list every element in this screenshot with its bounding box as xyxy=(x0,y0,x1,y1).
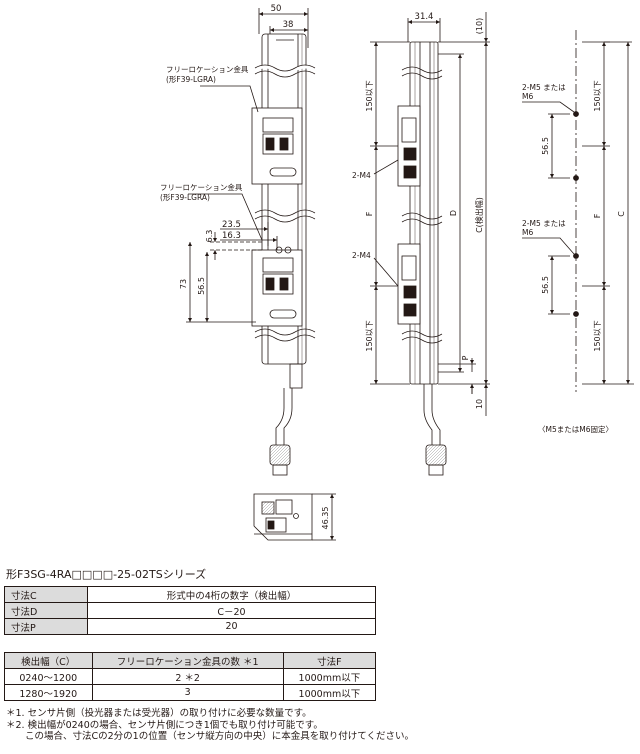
dim-side-top-150: 150以下 xyxy=(365,80,374,111)
dim-6-3: 6.3 xyxy=(205,230,214,243)
dim-mount-c: C xyxy=(617,211,626,217)
dim-bottom-10: 10 xyxy=(475,399,484,409)
dim-mount-56-5-upper: 56.5 xyxy=(541,137,550,155)
table-row: 寸法C 形式中の4桁の数字（検出幅） xyxy=(4,586,376,603)
dimension-table: 寸法C 形式中の4桁の数字（検出幅） 寸法D C－20 寸法P 20 xyxy=(4,586,376,635)
dim-top-10: (10) xyxy=(475,18,484,34)
header-bracket-count: フリーロケーション金具の数 ＊1 xyxy=(91,652,284,669)
row-label: 寸法C xyxy=(4,586,88,603)
footnote-3: この場合、寸法Cの2分の1の位置（センサ縦方向の中央）に本金具を取り付けてくださ… xyxy=(6,731,414,742)
dim-side-f: F xyxy=(365,211,374,216)
dim-mount-f: F xyxy=(593,213,602,218)
dim-width-31-4: 31.4 xyxy=(415,12,434,22)
front-view xyxy=(186,8,316,476)
row-value: C－20 xyxy=(87,602,376,619)
dim-mount-56-5-lower: 56.5 xyxy=(541,276,550,294)
row-value: 形式中の4桁の数字（検出幅） xyxy=(87,586,376,603)
mounting-view xyxy=(522,30,634,392)
end-view xyxy=(253,493,336,541)
row-label: 寸法P xyxy=(4,618,88,635)
series-title: 形F3SG-4RA□□□□-25-02TSシリーズ xyxy=(6,568,207,581)
side-view xyxy=(370,12,490,476)
dim-side-p: P xyxy=(461,355,470,360)
fixing-note: 〈M5またはM6固定〉 xyxy=(538,424,613,434)
technical-drawing: 50 38 フリーロケーション金具 (形F39-LGRA) フリーロケーション金… xyxy=(160,4,634,541)
cell-bracket-count: 3 xyxy=(91,684,284,701)
cell-detection-width: 0240～1200 xyxy=(4,668,93,685)
dim-mount-top-150: 150以下 xyxy=(593,80,602,111)
cell-dim-f: 1000mm以下 xyxy=(282,668,377,685)
header-detection-width: 検出幅（C） xyxy=(4,652,93,669)
label-m5-lower-line1: 2-M5 または xyxy=(522,219,566,228)
dim-side-c: C(検出幅) xyxy=(474,197,484,233)
table-row: 1280～1920 3 1000mm以下 xyxy=(4,684,377,701)
dim-56-5-front: 56.5 xyxy=(197,277,206,295)
dim-23-5: 23.5 xyxy=(222,220,241,230)
label-m5-upper-line1: 2-M5 または xyxy=(522,83,566,92)
dim-73: 73 xyxy=(179,279,188,289)
cell-bracket-count: 2 ＊2 xyxy=(91,668,284,685)
dim-side-d: D xyxy=(449,210,458,216)
bracket-table: 検出幅（C） フリーロケーション金具の数 ＊1 寸法F 0240～1200 2 … xyxy=(4,652,377,701)
label-m5-upper-line2: M6 xyxy=(522,92,533,101)
dim-width-38: 38 xyxy=(283,20,294,30)
row-label: 寸法D xyxy=(4,602,88,619)
table-row: 寸法D C－20 xyxy=(4,602,376,619)
cell-detection-width: 1280～1920 xyxy=(4,684,93,701)
dim-mount-bottom-150: 150以下 xyxy=(593,320,602,351)
dim-46-35: 46.35 xyxy=(321,507,330,530)
dim-side-bottom-150: 150以下 xyxy=(365,320,374,351)
bracket-mid-model: (形F39-LGRA) xyxy=(160,193,210,202)
dim-16-3: 16.3 xyxy=(222,231,241,241)
dim-width-50: 50 xyxy=(271,4,282,14)
footnote-2: ＊2. 検出幅が0240の場合、センサ片側につき1個でも取り付け可能です。 xyxy=(6,719,323,731)
bracket-top-model: (形F39-LGRA) xyxy=(166,75,216,84)
bracket-top-name: フリーロケーション金具 xyxy=(166,64,249,74)
label-m4-lower: 2-M4 xyxy=(352,251,371,260)
table-row: 0240～1200 2 ＊2 1000mm以下 xyxy=(4,668,377,685)
cell-dim-f: 1000mm以下 xyxy=(282,684,377,701)
table-row: 寸法P 20 xyxy=(4,618,376,635)
label-m5-lower-line2: M6 xyxy=(522,228,533,237)
footnotes: ＊1. センサ片側（投光器または受光器）の取り付けに必要な数量です。 ＊2. 検… xyxy=(6,708,636,743)
row-value: 20 xyxy=(87,618,376,635)
bracket-mid-name: フリーロケーション金具 xyxy=(160,182,243,192)
header-dim-f: 寸法F xyxy=(282,652,377,669)
label-m4-upper: 2-M4 xyxy=(352,171,371,180)
footnote-1: ＊1. センサ片側（投光器または受光器）の取り付けに必要な数量です。 xyxy=(6,708,312,719)
table-header-row: 検出幅（C） フリーロケーション金具の数 ＊1 寸法F xyxy=(4,652,377,669)
